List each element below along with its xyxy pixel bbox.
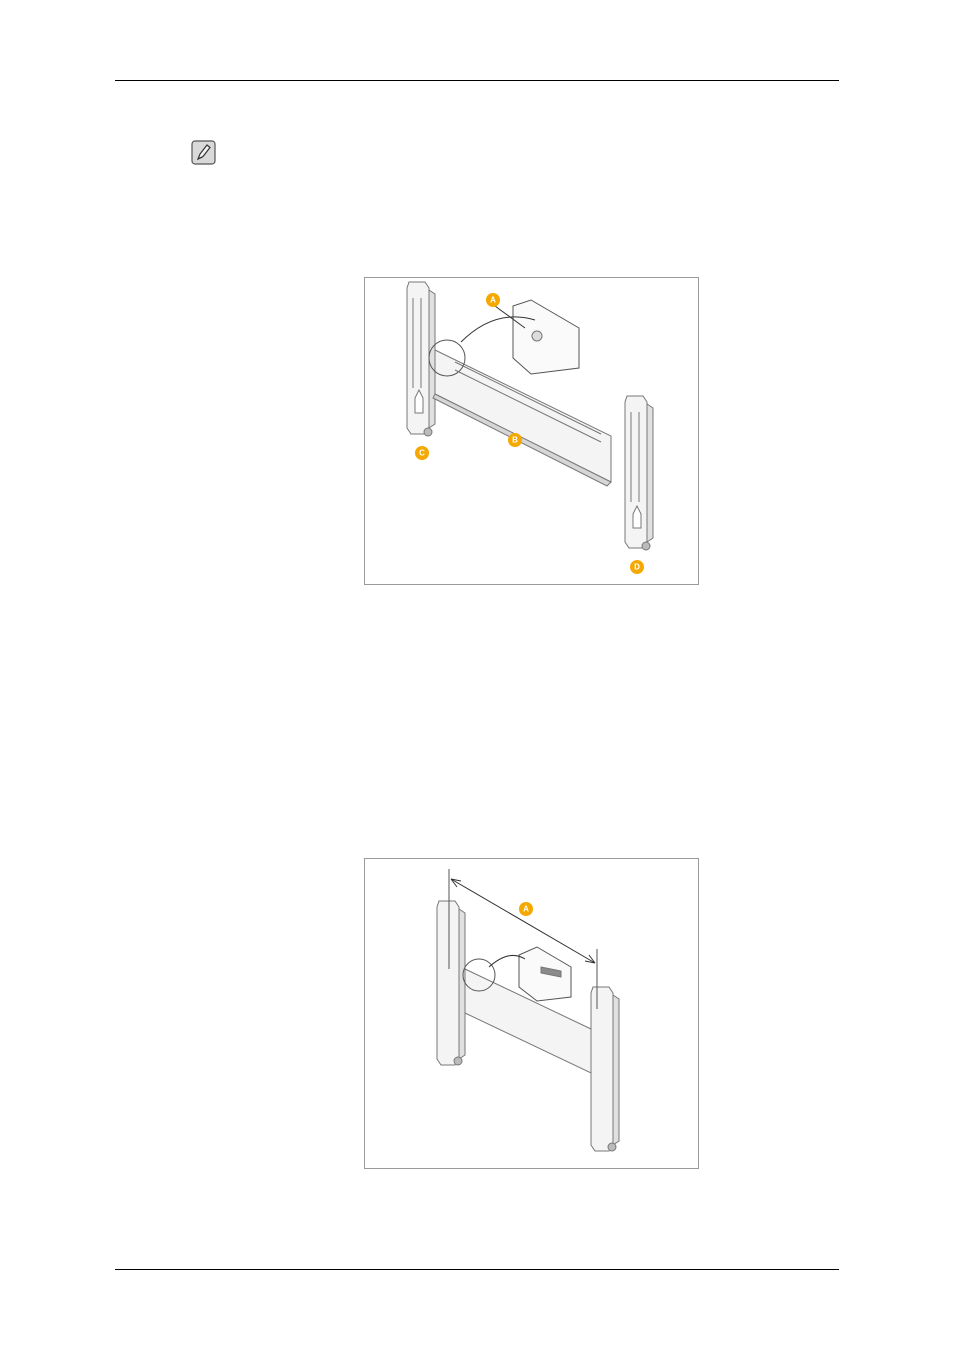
svg-text:B: B (512, 436, 518, 445)
note-pencil-icon (191, 140, 216, 165)
wall-mount-spacing-illustration: A (365, 859, 698, 1168)
left-rail (437, 901, 459, 1065)
mount-bracket (435, 350, 611, 482)
svg-text:A: A (523, 905, 529, 914)
wall-mount-assembly-figure: A B C D (364, 277, 699, 585)
figure2-callouts: A (519, 902, 533, 916)
wall-mount-spacing-figure: A (364, 858, 699, 1169)
svg-text:C: C (419, 449, 425, 458)
right-rail (591, 987, 613, 1151)
footer-rule (115, 1269, 839, 1270)
header-rule (115, 80, 839, 81)
svg-text:A: A (490, 296, 496, 305)
wall-mount-assembly-illustration: A B C D (365, 278, 698, 584)
svg-text:D: D (634, 563, 640, 572)
